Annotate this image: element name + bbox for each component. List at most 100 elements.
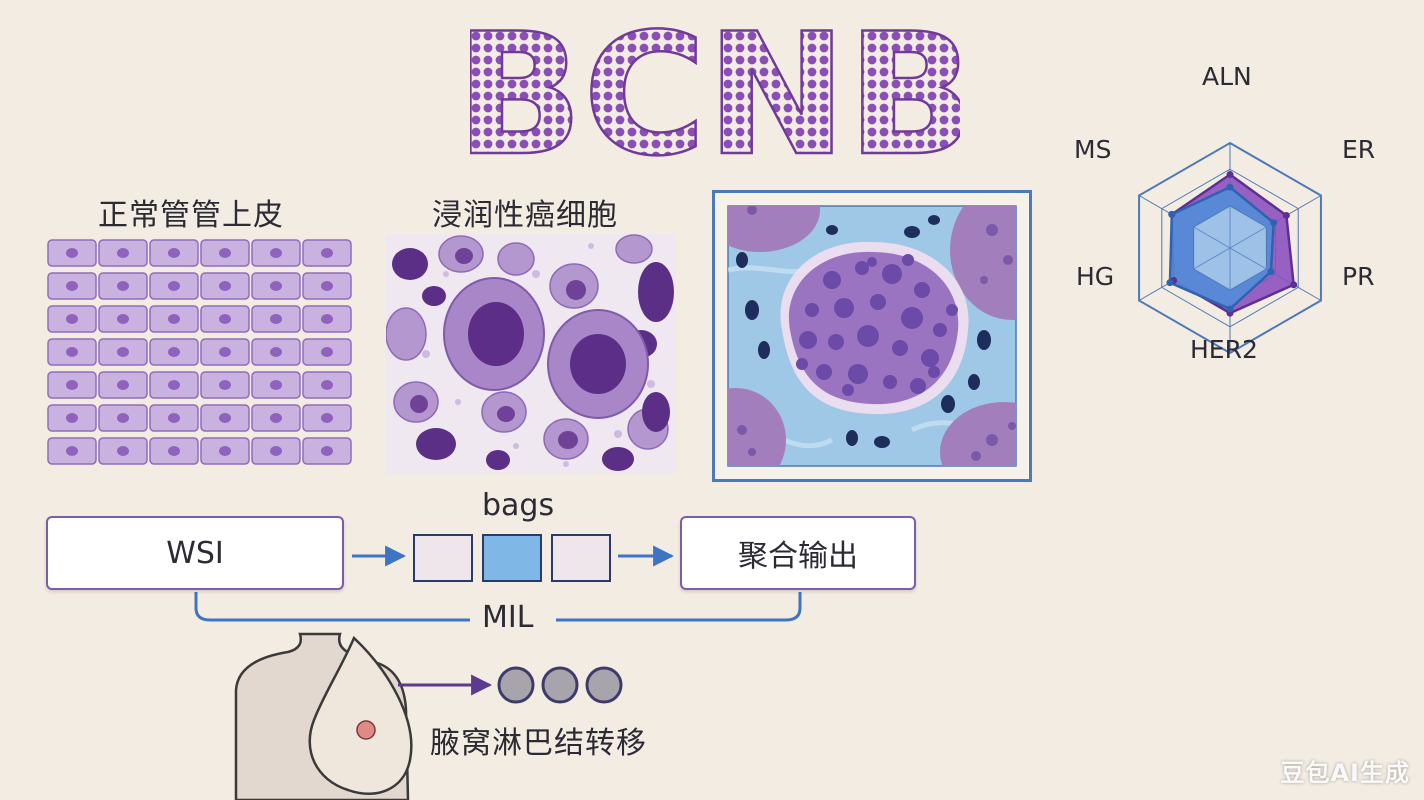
radar-axis-label-ms: MS [1074,135,1112,164]
radar-axis-label-hg: HG [1076,262,1115,291]
radar-point [1282,211,1290,219]
tumor-nucleus [848,364,868,384]
radar-axis-label-her2: HER2 [1190,335,1258,364]
tumor-nucleus [901,307,923,329]
watermark: 豆包AI生成 [1280,759,1410,787]
page-title: BCNB [470,18,960,168]
radar-inner-spoke [1193,247,1231,270]
cell-nucleus [66,380,78,390]
invasive-cells-label: 浸润性癌细胞 [432,198,618,233]
cell-nucleus [321,413,333,423]
cell-nucleus [270,314,282,324]
cell-nucleus [270,347,282,357]
cell-nucleus [270,281,282,291]
cell-nucleus [321,248,333,258]
radar-point [1168,210,1176,218]
tumor-nucleus [946,304,958,316]
cell-nucleus [117,314,129,324]
cell-nucleus [66,446,78,456]
cell-nucleus [66,281,78,291]
tumor-nucleus [842,384,854,396]
breast-illustration [234,632,623,800]
tumor-nucleus [857,325,879,347]
cell-nucleus [321,446,333,456]
cell-nucleus [117,380,129,390]
cell-nucleus [219,413,231,423]
radar-inner-spoke [1229,247,1267,270]
radar-point [1290,281,1298,289]
cell-nucleus [219,380,231,390]
cell-nucleus [117,281,129,291]
tumor-nucleus [855,261,869,275]
tumor-nucleus [823,271,841,289]
bags-label: bags [482,488,555,523]
radar-point [1270,219,1278,227]
cell-nucleus [66,347,78,357]
bag-instance-2 [482,534,542,582]
cell-nucleus [168,347,180,357]
wsi-box: WSI [46,516,344,590]
cell-nucleus [66,248,78,258]
tumor-nucleus [892,340,908,356]
tumor-nucleus [902,254,914,266]
tumor-nucleus [883,375,897,389]
cell-nucleus [321,314,333,324]
title-graphic: BCNB [470,18,960,168]
normal-cells-label: 正常管管上皮 [98,198,284,233]
tumor-nucleus [828,334,844,350]
cell-nucleus [168,281,180,291]
radar-point [1226,171,1234,178]
mil-label: MIL [482,600,534,635]
cell-nucleus [117,347,129,357]
tumor-nucleus [867,257,877,267]
cell-nucleus [321,347,333,357]
cell-nucleus [168,413,180,423]
lymph-node-label: 腋窝淋巴结转移 [430,726,647,761]
cell-nucleus [219,446,231,456]
bag-instance-3 [551,534,611,582]
tumor-nucleus [805,303,819,317]
tumor-nucleus [933,323,947,337]
cell-nucleus [219,347,231,357]
radar-axis-label-pr: PR [1342,262,1375,291]
radar-point [1166,279,1174,287]
cell-nucleus [270,380,282,390]
aggregate-output-box: 聚合输出 [680,516,916,590]
tumor-nucleus [914,282,930,298]
pipeline-connectors [194,545,802,622]
invasive-cells-illustration [386,234,676,474]
radar-point [1226,305,1234,313]
radar-axis-label-er: ER [1342,135,1376,164]
tumor-nucleus [921,349,939,367]
cell-nucleus [66,413,78,423]
cell-nucleus [321,380,333,390]
tumor-nucleus [910,378,926,394]
radar-axis-label-aln: ALN [1202,62,1252,91]
cell-nucleus [117,446,129,456]
tumor-nucleus [816,364,832,380]
cell-nucleus [168,446,180,456]
radar-point [1267,268,1275,276]
cell-nucleus [66,314,78,324]
tumor-nucleus [834,298,854,318]
cell-nucleus [270,446,282,456]
radar-inner-spoke [1229,226,1267,249]
radar-point [1226,183,1234,191]
cell-nucleus [168,248,180,258]
radar-chart [1138,141,1322,355]
cell-nucleus [321,281,333,291]
radar-inner-spoke [1193,226,1231,249]
tumor-nucleus [928,366,940,378]
normal-cells-grid [47,239,352,465]
cell-nucleus [219,248,231,258]
cell-nucleus [219,314,231,324]
tumor-nucleus [796,358,808,370]
cell-nucleus [168,314,180,324]
tumor-nucleus [882,264,902,284]
histology-panel [712,190,1032,482]
tumor-nucleus [870,294,886,310]
tumor-nucleus [799,331,817,349]
cell-nucleus [270,248,282,258]
cell-nucleus [270,413,282,423]
cell-nucleus [117,248,129,258]
